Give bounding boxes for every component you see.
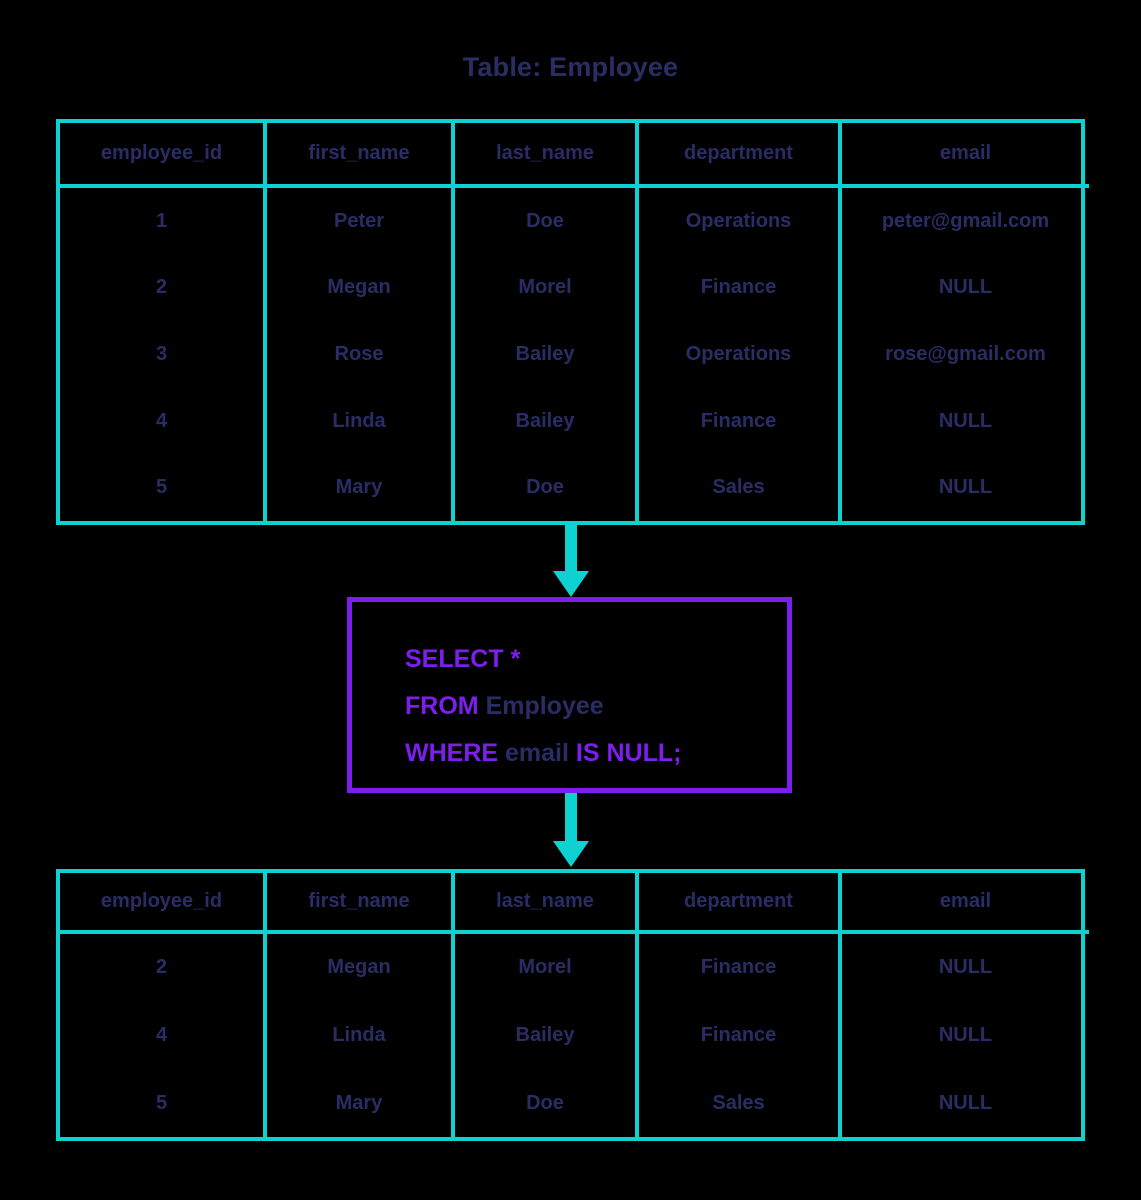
cell-last-name: Bailey — [453, 1001, 639, 1070]
sql-line-select: SELECT * — [405, 636, 681, 683]
table-header-row: employee_id first_name last_name departm… — [60, 873, 1089, 934]
table-row: 2 Megan Morel Finance NULL — [60, 254, 1089, 322]
cell-last-name: Doe — [453, 454, 639, 521]
source-table-grid: employee_id first_name last_name departm… — [60, 123, 1089, 521]
cell-first-name: Rose — [265, 321, 455, 388]
sql-line-from: FROM Employee — [405, 683, 681, 730]
sql-line-where: WHERE email IS NULL; — [405, 730, 681, 777]
result-table-head: employee_id first_name last_name departm… — [60, 873, 1089, 934]
cell-employee-id: 5 — [60, 454, 267, 521]
result-table-grid: employee_id first_name last_name departm… — [60, 873, 1089, 1137]
table-row: 4 Linda Bailey Finance NULL — [60, 1001, 1089, 1070]
arrow-shaft — [565, 525, 577, 573]
arrow-query-to-result-icon — [553, 793, 589, 869]
sql-identifier-table: Employee — [485, 692, 604, 720]
cell-department: Sales — [637, 454, 842, 521]
column-header-first-name: first_name — [265, 873, 455, 934]
cell-department: Sales — [637, 1069, 842, 1137]
table-row: 5 Mary Doe Sales NULL — [60, 454, 1089, 521]
table-row: 4 Linda Bailey Finance NULL — [60, 387, 1089, 455]
arrow-shaft — [565, 793, 577, 843]
table-row: 2 Megan Morel Finance NULL — [60, 932, 1089, 1002]
cell-last-name: Doe — [453, 186, 639, 255]
result-table-body: 2 Megan Morel Finance NULL 4 Linda Baile… — [60, 932, 1089, 1137]
cell-first-name: Linda — [265, 1001, 455, 1070]
cell-department: Operations — [637, 321, 842, 388]
column-header-department: department — [637, 123, 842, 188]
column-header-department: department — [637, 873, 842, 934]
column-header-email: email — [840, 123, 1089, 188]
cell-employee-id: 1 — [60, 186, 267, 255]
cell-email: NULL — [938, 409, 993, 432]
sql-query-box: SELECT * FROM Employee WHERE email IS NU… — [347, 597, 792, 793]
cell-last-name: Morel — [453, 254, 639, 322]
cell-department: Finance — [637, 932, 842, 1002]
cell-email: NULL — [938, 1091, 993, 1114]
sql-keyword-is-null: IS NULL — [575, 739, 674, 767]
sql-identifier-column: email — [505, 739, 569, 767]
cell-first-name: Linda — [265, 387, 455, 455]
column-header-first-name: first_name — [265, 123, 455, 188]
cell-first-name: Megan — [265, 932, 455, 1002]
column-header-employee-id: employee_id — [60, 123, 267, 188]
arrow-head — [553, 841, 589, 867]
cell-email: NULL — [938, 956, 993, 979]
cell-first-name: Mary — [265, 1069, 455, 1137]
sql-semicolon: ; — [673, 739, 682, 767]
cell-last-name: Morel — [453, 932, 639, 1002]
cell-last-name: Doe — [453, 1069, 639, 1137]
cell-department: Finance — [637, 254, 842, 322]
cell-first-name: Peter — [265, 186, 455, 255]
table-row: 3 Rose Bailey Operations rose@gmail.com — [60, 321, 1089, 388]
sql-query-text: SELECT * FROM Employee WHERE email IS NU… — [405, 636, 681, 777]
cell-email: NULL — [938, 276, 993, 299]
sql-keyword-where: WHERE — [405, 739, 499, 767]
cell-employee-id: 2 — [60, 932, 267, 1002]
column-header-last-name: last_name — [453, 123, 639, 188]
table-header-row: employee_id first_name last_name departm… — [60, 123, 1089, 188]
cell-first-name: Megan — [265, 254, 455, 322]
sql-keyword-select: SELECT — [405, 645, 504, 673]
cell-employee-id: 3 — [60, 321, 267, 388]
arrow-table-to-query-icon — [553, 525, 589, 597]
column-header-last-name: last_name — [453, 873, 639, 934]
table-row: 5 Mary Doe Sales NULL — [60, 1069, 1089, 1137]
source-table-head: employee_id first_name last_name departm… — [60, 123, 1089, 188]
cell-last-name: Bailey — [453, 321, 639, 388]
cell-department: Operations — [637, 186, 842, 255]
cell-first-name: Mary — [265, 454, 455, 521]
cell-email: rose@gmail.com — [885, 343, 1046, 365]
page-title: Table: Employee — [462, 52, 679, 82]
sql-star: * — [510, 645, 521, 673]
cell-email: NULL — [938, 476, 993, 499]
source-table-body: 1 Peter Doe Operations peter@gmail.com 2… — [60, 186, 1089, 521]
column-header-employee-id: employee_id — [60, 873, 267, 934]
cell-department: Finance — [637, 387, 842, 455]
cell-employee-id: 4 — [60, 387, 267, 455]
sql-keyword-from: FROM — [405, 692, 479, 720]
arrow-head — [553, 571, 589, 597]
source-table: employee_id first_name last_name departm… — [56, 119, 1089, 525]
cell-email: peter@gmail.com — [881, 209, 1050, 232]
cell-employee-id: 2 — [60, 254, 267, 322]
table-row: 1 Peter Doe Operations peter@gmail.com — [60, 186, 1089, 255]
cell-email: NULL — [938, 1024, 993, 1046]
cell-employee-id: 4 — [60, 1001, 267, 1070]
cell-employee-id: 5 — [60, 1069, 267, 1137]
cell-department: Finance — [637, 1001, 842, 1070]
column-header-email: email — [840, 873, 1089, 934]
result-table: employee_id first_name last_name departm… — [56, 869, 1089, 1141]
cell-last-name: Bailey — [453, 387, 639, 455]
